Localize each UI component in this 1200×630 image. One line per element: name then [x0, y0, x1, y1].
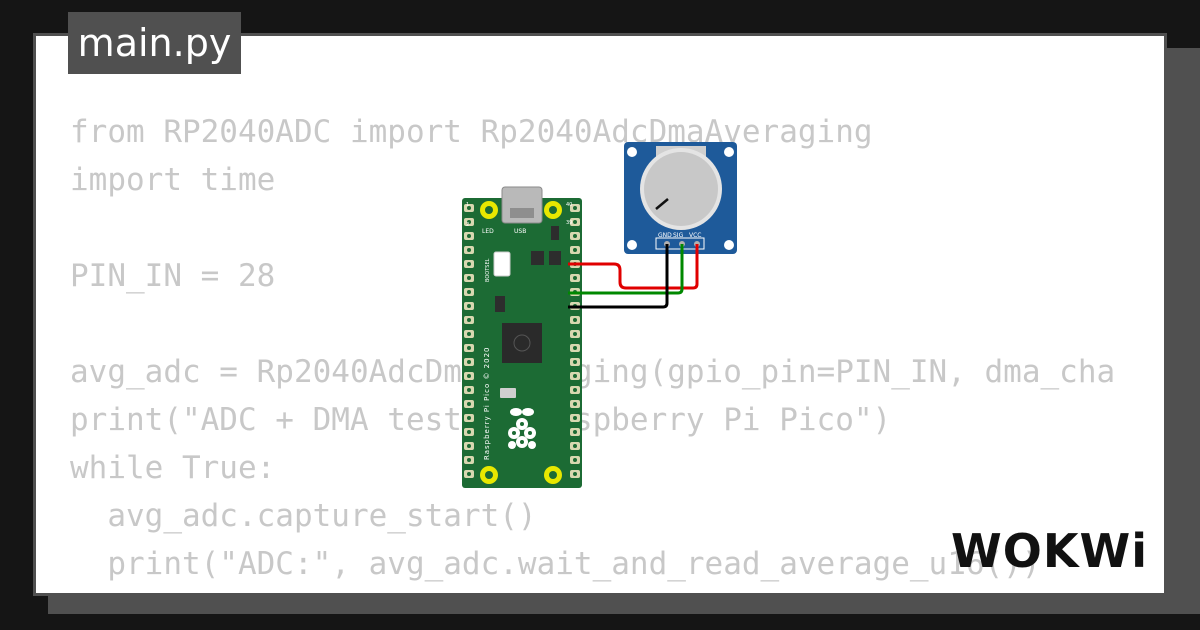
pico-pin-hole [467, 290, 471, 294]
pico-pin-hole [467, 458, 471, 462]
pico-pin-hole [573, 234, 577, 238]
code-line: while True: [70, 450, 276, 486]
editor-panel: from RP2040ADC import Rp2040AdcDmaAverag… [33, 33, 1167, 596]
mount-hole-center [485, 206, 493, 214]
pico-pin-hole [573, 220, 577, 224]
mount-hole-center [549, 471, 557, 479]
pico-pin-hole [467, 318, 471, 322]
pico-pin-hole [573, 360, 577, 364]
wire-gnd[interactable] [568, 244, 669, 309]
mount-hole [627, 240, 637, 250]
mount-hole-center [549, 206, 557, 214]
code-line: print("ADC + DMA test on Raspberry Pi Pi… [70, 402, 892, 438]
pico-pin-hole [467, 444, 471, 448]
pot-pin-frame [655, 237, 705, 250]
pico-pin-hole [467, 402, 471, 406]
pin-39-label: 39 [566, 220, 572, 226]
component-chip [531, 251, 544, 265]
component-chip [549, 251, 561, 265]
pico-pin-hole [467, 304, 471, 308]
pin-2-label: 2 [466, 222, 469, 228]
bootsel-label: BOOTSEL [485, 258, 491, 282]
pico-pin-hole [573, 346, 577, 350]
pico-pin-hole [467, 276, 471, 280]
pico-pin-hole [467, 332, 471, 336]
wokwi-logo: WOKWi [951, 524, 1148, 578]
pot-pin-label-gnd: GND [658, 232, 672, 239]
pico-pin-hole [573, 374, 577, 378]
crystal [500, 388, 516, 398]
code-line: import time [70, 162, 276, 198]
rp2040-chip-logo [513, 334, 531, 352]
file-tab[interactable]: main.py [68, 12, 241, 74]
pico-pin-hole [573, 444, 577, 448]
pot-pin-label-sig: SIG [673, 232, 684, 239]
pico-pin-hole [573, 430, 577, 434]
pin-40-label: 40 [566, 202, 572, 208]
pico-pin-hole [467, 346, 471, 350]
pico-pin-hole [573, 332, 577, 336]
pico-pin-hole [573, 388, 577, 392]
raspberry-logo-icon [508, 408, 536, 449]
code-line: avg_adc.capture_start() [70, 498, 537, 534]
pico-pin-hole [467, 234, 471, 238]
pin-1-label: 1 [466, 202, 469, 208]
pico-pin-hole [573, 416, 577, 420]
code-line: avg_adc = Rp2040AdcDmaAveraging(gpio_pin… [70, 354, 1116, 390]
pico-pin-hole [467, 430, 471, 434]
pico-pin-hole [467, 388, 471, 392]
code-line: PIN_IN = 28 [70, 258, 276, 294]
usb-port-inner [510, 208, 534, 218]
pico-pin-hole [467, 262, 471, 266]
potentiometer[interactable]: GND SIG VCC [624, 142, 737, 254]
pico-pin-hole [467, 416, 471, 420]
led-label: LED [482, 228, 494, 235]
pico-pin-hole [467, 472, 471, 476]
pico-pin-hole [573, 458, 577, 462]
pico-pin-hole [467, 360, 471, 364]
pico-pin-hole [573, 472, 577, 476]
mount-hole-center [485, 471, 493, 479]
wire-sig[interactable] [568, 244, 684, 295]
code-block: from RP2040ADC import Rp2040AdcDmaAverag… [70, 108, 1164, 593]
pico-pin-hole [573, 402, 577, 406]
pico-pin-hole [467, 374, 471, 378]
mount-hole [724, 240, 734, 250]
knob-pointer [655, 198, 669, 210]
pico-pin-hole [467, 248, 471, 252]
pico-pin-hole [467, 220, 471, 224]
pico-pin-hole [573, 248, 577, 252]
pico-pin-hole [573, 206, 577, 210]
pico-pin-hole [573, 318, 577, 322]
board-name-label: Raspberry Pi Pico © 2020 [483, 347, 491, 461]
usb-label: USB [514, 228, 526, 235]
mount-hole [724, 147, 734, 157]
code-line: print("ADC:", avg_adc.wait_and_read_aver… [70, 546, 1041, 582]
pico-pin-hole [467, 206, 471, 210]
rp2040-chip [502, 323, 542, 363]
pot-pin-label-vcc: VCC [689, 232, 701, 239]
wire-vcc[interactable] [568, 244, 699, 290]
component-chip [495, 296, 505, 312]
pico-pin-hole [573, 276, 577, 280]
pico-board[interactable]: LED USB 1 2 40 39 BOOTSEL [462, 186, 582, 488]
bootsel-button[interactable] [493, 251, 511, 277]
knob-icon[interactable] [644, 152, 718, 226]
mount-hole [627, 147, 637, 157]
component-chip [551, 226, 559, 240]
